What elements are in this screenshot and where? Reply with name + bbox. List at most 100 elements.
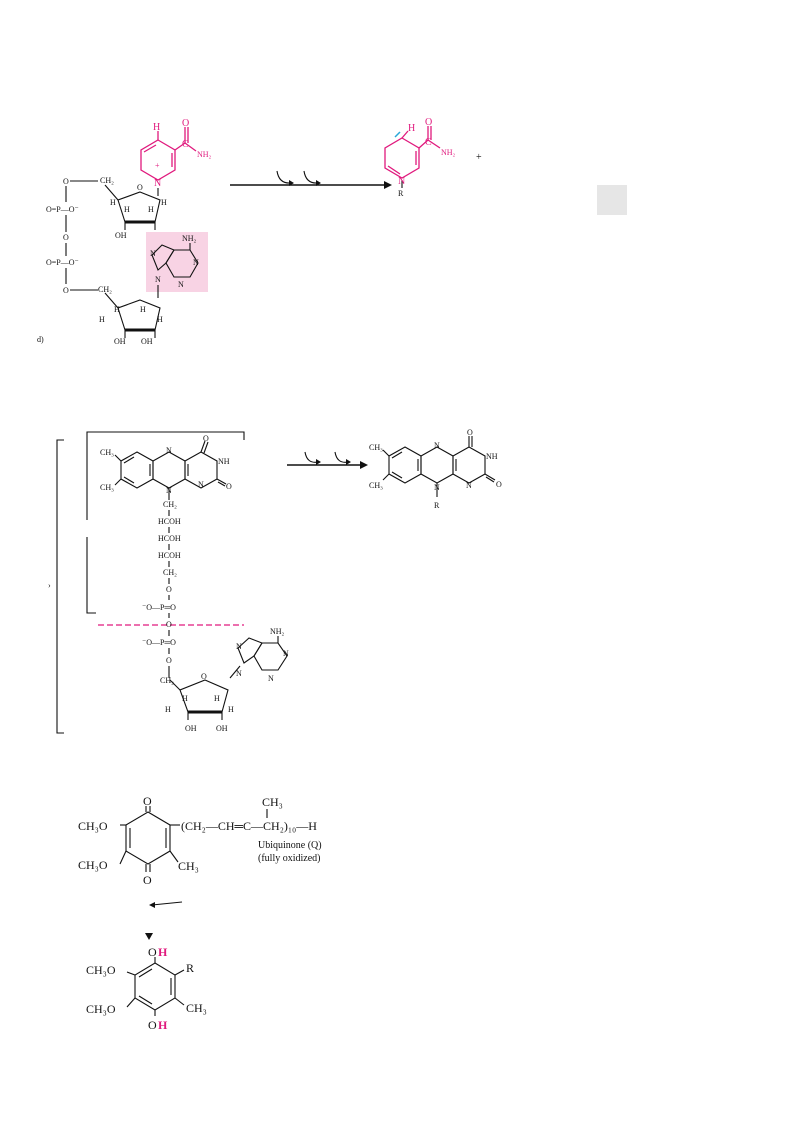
- fad-ch2c: CH₂: [160, 676, 174, 685]
- fad-n3: N: [166, 486, 172, 495]
- fad-adenine: [229, 636, 288, 679]
- ubiquinone-o-top: O: [143, 794, 152, 808]
- nad-plus-sign: +: [155, 161, 160, 170]
- nad-h1: H: [110, 198, 116, 207]
- ubiquinol-och3b: CH₃O: [86, 1002, 116, 1016]
- ubiquinol-och3a: CH₃O: [86, 963, 116, 977]
- reaction-arrow-2: [287, 451, 368, 469]
- fad-o3: O: [166, 585, 172, 594]
- fad-n2: N: [198, 480, 204, 489]
- nadh-plus: +: [476, 152, 482, 163]
- ubiquinone-chain: (CH₂—CH═C—CH₂)₁₀—H: [181, 819, 317, 833]
- fad-ch2: CH₂: [163, 500, 177, 509]
- fad-adenine-n3: N: [268, 674, 274, 683]
- nad-structure: H O C NH₂ N + O CH₂ H H H H OH OH O O=P—…: [37, 118, 212, 346]
- nad-hb1: H: [99, 315, 105, 324]
- nad-o-bridge: O: [63, 233, 69, 242]
- fad-side-mark: ›: [48, 581, 51, 590]
- fad-nh: NH: [218, 457, 230, 466]
- fad-structure: CH₃ CH₃ N O NH N O N CH₂ HCOH HCOH HCOH …: [48, 431, 289, 734]
- ubiquinone-structure: [119, 806, 268, 872]
- nad-ch2-2: CH₂: [98, 285, 112, 294]
- nad-h3: H: [148, 205, 154, 214]
- nadh-product: [384, 126, 441, 188]
- fmn-r: R: [434, 501, 440, 510]
- nad-o-bottom: O: [63, 286, 69, 295]
- ubiquinol-o-top: O: [148, 945, 157, 959]
- ubiquinone-ring-ch3: CH₃: [178, 859, 199, 873]
- nicotinamide-ring: [140, 127, 197, 181]
- fad-ribose: [169, 679, 229, 720]
- nad-h-label: H: [153, 122, 160, 133]
- nad-ring-o: O: [137, 183, 143, 192]
- fad-ribose-o: O: [201, 672, 207, 681]
- fmn-n3: N: [434, 483, 440, 492]
- nad-hb3: H: [140, 305, 146, 314]
- ubiquinol-o-bottom: O: [148, 1018, 157, 1032]
- nadh-nh2-label: NH₂: [441, 148, 456, 157]
- fad-oh2: OH: [216, 724, 228, 733]
- fad-o4: O: [166, 620, 172, 629]
- nad-oh1: OH: [115, 231, 127, 240]
- nadh-n-label: N: [398, 176, 405, 187]
- ubiquinol-r: R: [186, 961, 194, 975]
- nad-adenine-n3: N: [178, 280, 184, 289]
- fad-adenine-n4: N: [236, 669, 242, 678]
- nad-o-left: O: [63, 177, 69, 186]
- nad-adenine-n4: N: [155, 275, 161, 284]
- nad-ohb2: OH: [141, 337, 153, 346]
- nad-ohb1: OH: [114, 337, 126, 346]
- ubiquinone-o-bottom: O: [143, 873, 152, 887]
- fmn-o1: O: [467, 428, 473, 437]
- ubiquinone-state: (fully oxidized): [258, 853, 320, 864]
- fmn-n1: N: [434, 441, 440, 450]
- fad-n1: N: [166, 446, 172, 455]
- fmn-ch3b: CH₃: [369, 481, 383, 490]
- gray-placeholder-box: [597, 185, 627, 215]
- fad-ch3a: CH₃: [100, 448, 114, 457]
- nad-corner-label: d): [37, 335, 44, 344]
- fad-o2: O: [226, 482, 232, 491]
- fmn-product: [382, 436, 496, 497]
- ubiquinol-ring-ch3: CH₃: [186, 1001, 207, 1015]
- nad-o-label: O: [182, 118, 189, 129]
- fad-rh1: H: [165, 705, 171, 714]
- nad-h4: H: [161, 198, 167, 207]
- fad-rh2: H: [182, 694, 188, 703]
- nad-hb4: H: [157, 315, 163, 324]
- fad-o5: O: [166, 656, 172, 665]
- nad-nh2-label: NH₂: [197, 150, 212, 159]
- reaction-arrow-1: [230, 170, 392, 189]
- nadh-h-label: H: [408, 123, 415, 134]
- fmn-o2: O: [496, 480, 502, 489]
- ribose-2: [104, 292, 161, 338]
- fad-o1: O: [203, 434, 209, 443]
- ubiquinone-name: Ubiquinone (Q): [258, 840, 322, 851]
- nad-adenine-n1: N: [150, 249, 156, 258]
- ubiquinone-och3a: CH₃O: [78, 819, 108, 833]
- ubiquinone-chain-ch3: CH₃: [262, 795, 283, 809]
- fad-hcoh3: HCOH: [158, 551, 181, 560]
- ubiquinone-och3b: CH₃O: [78, 858, 108, 872]
- fad-hcoh1: HCOH: [158, 517, 181, 526]
- fad-ch2b: CH₂: [163, 568, 177, 577]
- fad-hcoh2: HCOH: [158, 534, 181, 543]
- nad-hb2: H: [114, 305, 120, 314]
- nad-ch2-1: CH₂: [100, 176, 114, 185]
- adenine-ring: [151, 243, 199, 278]
- nadh-c-label: C: [425, 137, 432, 148]
- fad-isoalloxazine: [114, 440, 227, 500]
- fad-adenine-nh2: NH₂: [270, 627, 285, 636]
- ribose-1: [104, 184, 161, 230]
- fmn-n2: N: [466, 481, 472, 490]
- reduction-arrow: [145, 901, 183, 940]
- fmn-ch3a: CH₃: [369, 443, 383, 452]
- nad-adenine-n2: N: [193, 258, 199, 267]
- nad-nplus-label: N: [154, 178, 161, 189]
- fad-p2: ⁻O—P═O: [142, 638, 176, 647]
- nadh-r-label: R: [398, 189, 404, 198]
- nad-phosphate-2: O=P—O⁻: [46, 258, 79, 267]
- fad-adenine-n2: N: [283, 649, 289, 658]
- fad-p1: ⁻O—P═O: [142, 603, 176, 612]
